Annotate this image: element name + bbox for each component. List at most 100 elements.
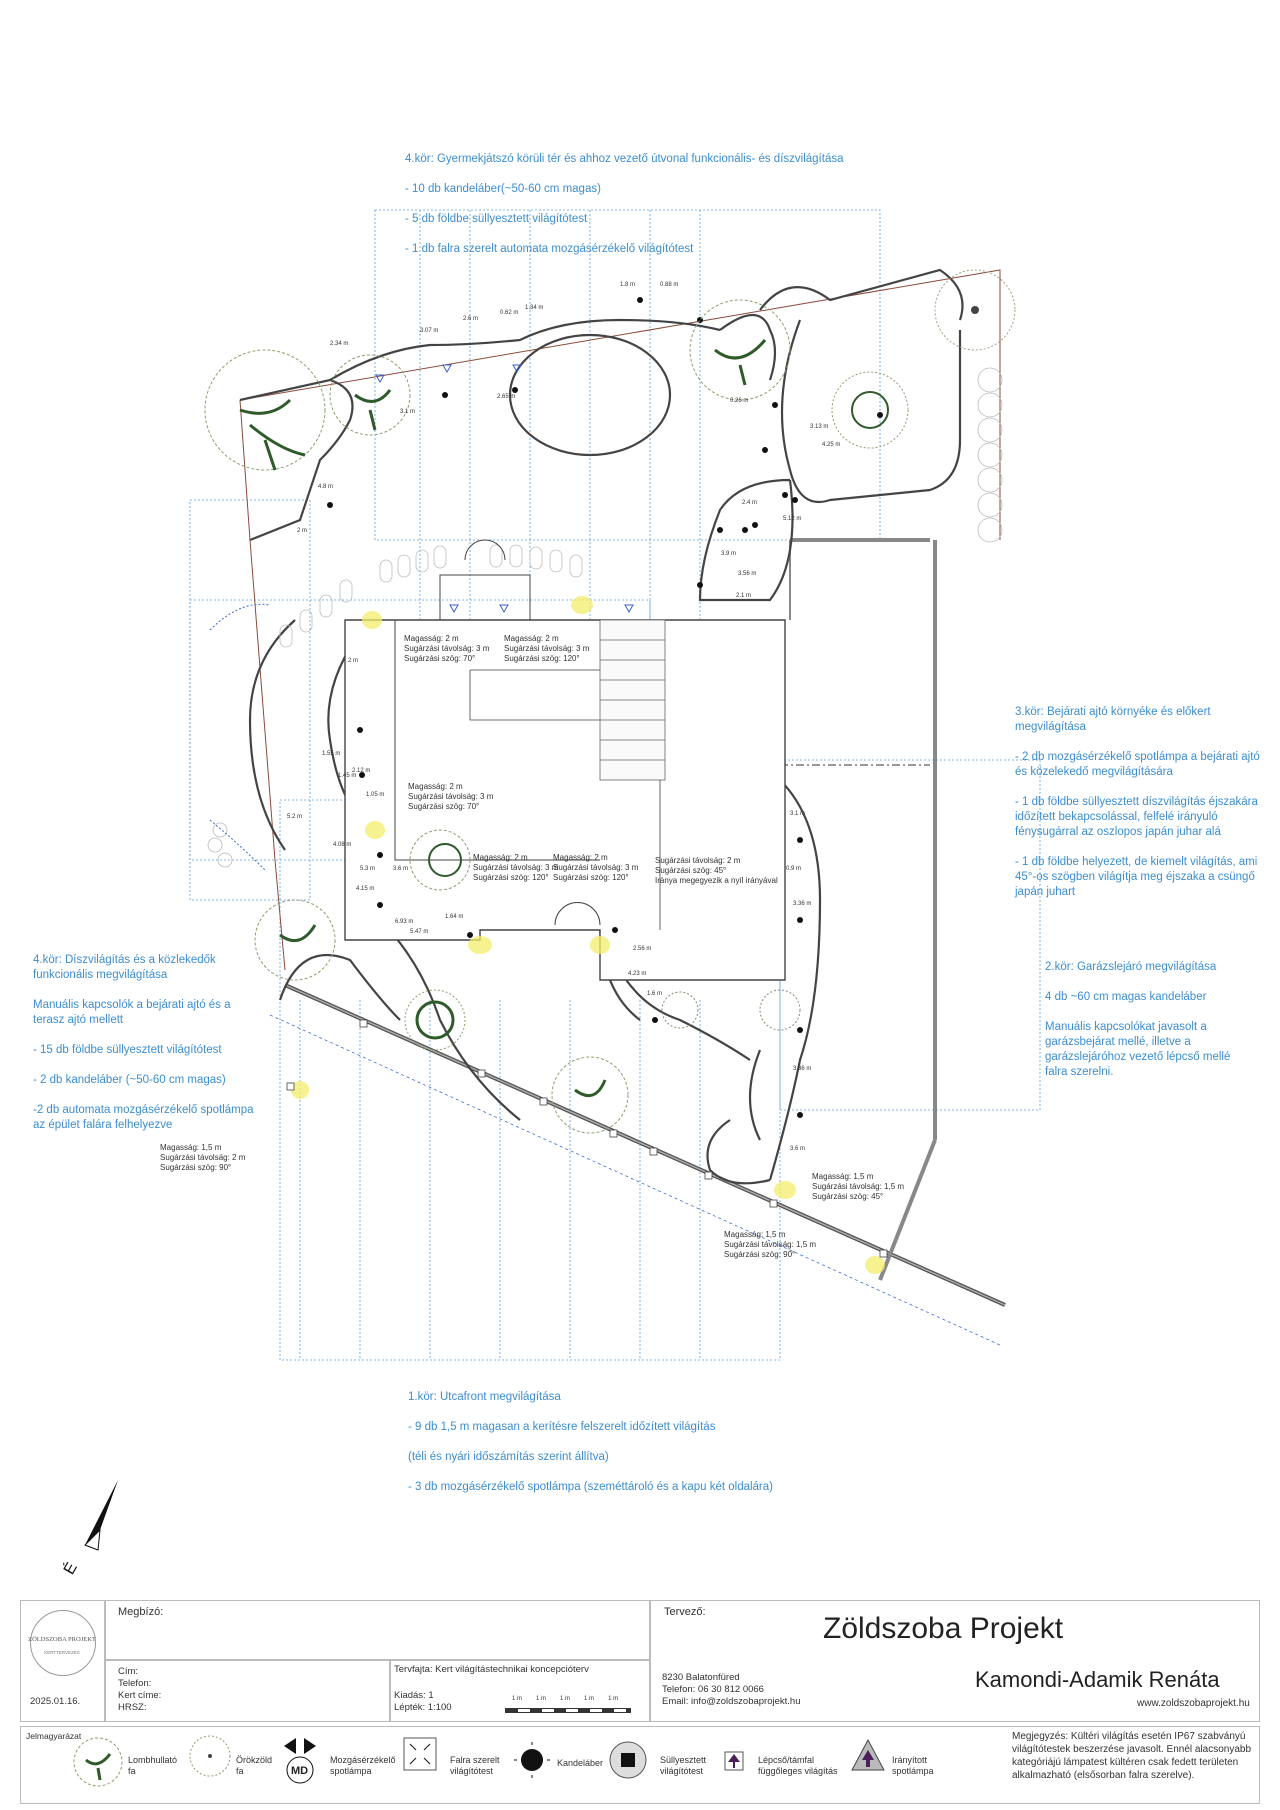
bollard-lights [327, 297, 883, 1118]
wall-light-icon [403, 1737, 437, 1771]
dimension-label: 2.12 m [352, 768, 370, 774]
north-label: É [60, 1559, 81, 1578]
scale-bar [505, 1708, 631, 1713]
wall-lights [375, 364, 634, 614]
dimension-label: 5.2 m [287, 814, 302, 820]
note-line: - 1 db földbe süllyesztett díszvilágítás… [1015, 796, 1258, 838]
dimension-label: 1.45 m [338, 773, 356, 779]
note-line: Manuális kapcsolókat javasolt a garázsbe… [1045, 1021, 1231, 1078]
dimension-label: 0.26 m [730, 398, 748, 404]
legend-note: Megjegyzés: Kültéri világítás esetén IP6… [1012, 1731, 1252, 1781]
dimension-label: 5.12 m [783, 516, 801, 522]
note-circuit2: 2.kör: Garázslejáró megvilágítása 4 db ~… [1045, 961, 1231, 1078]
dimension-label: 3.1 m [400, 409, 415, 415]
note-circuit1: 1.kör: Utcafront megvilágítása - 9 db 1,… [408, 1391, 773, 1493]
deciduous-tree-icon [73, 1737, 123, 1787]
legend-label-recessed: Süllyesztett világítótest [660, 1755, 707, 1776]
company-logo [30, 1610, 96, 1676]
website-link[interactable]: www.zoldszobaprojekt.hu [1137, 1698, 1250, 1709]
legend-icons [73, 1735, 885, 1787]
legend-title: Jelmagyarázat [26, 1731, 82, 1741]
dimension-label: 5.47 m [410, 929, 428, 935]
note-circuit4-left: 4.kör: Díszvilágítás és a közlekedők fun… [33, 954, 254, 1131]
note-line: - 10 db kandeláber(~50-60 cm magas) [405, 183, 601, 195]
legend-box [20, 1726, 1260, 1804]
note-line: - 9 db 1,5 m magasan a kerítésre felszer… [408, 1421, 716, 1433]
designer-label: Tervező: [664, 1606, 706, 1618]
client-label: Megbízó: [118, 1606, 164, 1618]
dimension-label: 1.34 m [525, 305, 543, 311]
dimension-label: 2.1 m [736, 593, 751, 599]
address-labels: Cím: Telefon: Kert címe: HRSZ: [118, 1666, 162, 1713]
dimension-label: 0.88 m [660, 282, 678, 288]
evergreen-tree-icon [189, 1735, 231, 1777]
dimension-label: 3.13 m [810, 424, 828, 430]
note-line: - 1 db falra szerelt automata mozgásérzé… [405, 243, 694, 255]
stepping-stones [207, 367, 1003, 868]
note-line: -2 db automata mozgásérzékelő spotlámpa … [33, 1104, 254, 1131]
deciduous-trees [204, 299, 791, 1134]
client-cell [105, 1600, 650, 1660]
note-line: Manuális kapcsolók a bejárati ajtó és a … [33, 999, 231, 1026]
evergreen-trees [404, 269, 1016, 1051]
dimension-label: 1.05 m [366, 792, 384, 798]
street-fence [269, 983, 1006, 1346]
dimension-label: 2.4 m [742, 500, 757, 506]
motion-spotlight-icon [284, 1738, 316, 1784]
plan-info-cell [390, 1660, 650, 1722]
note-line: - 2 db kandeláber (~50-60 cm magas) [33, 1074, 226, 1086]
motion-badge: MD [291, 1765, 309, 1777]
dimension-label: 2 m [297, 528, 307, 534]
dimension-label: 3.36 m [793, 1066, 811, 1072]
note-line: - 5 db földbe süllyesztett világítótest [405, 213, 588, 225]
legend-label-step: Lépcső/támfal függőleges világítás [758, 1755, 838, 1776]
dimension-label: 2.56 m [633, 946, 651, 952]
north-arrow [84, 1480, 118, 1551]
logo-cell [20, 1600, 105, 1722]
company-name: Zöldszoba Projekt [823, 1612, 1064, 1645]
designer-cell [650, 1600, 1260, 1722]
dimension-label: 3.6 m [393, 866, 408, 872]
legend-label-evergreen: Örökzöld fa [236, 1755, 273, 1776]
dimension-label: 3.9 m [721, 551, 736, 557]
plan-edition: Kiadás: 1 [394, 1690, 434, 1701]
dimension-label: 1.6 m [647, 991, 662, 997]
dimension-label: 2.6 m [463, 316, 478, 322]
recessed-light-icon [609, 1741, 647, 1779]
dimension-label: 5.3 m [360, 866, 375, 872]
dimension-label: 3.1 m [790, 811, 805, 817]
dimension-label: 2.34 m [330, 341, 348, 347]
legend-label-bollard: Kandeláber [557, 1758, 604, 1768]
dimension-label: 1.55 m [322, 751, 340, 757]
dimension-label: 4.8 m [318, 484, 333, 490]
legend-label-directed: Irányított spotlámpa [892, 1755, 934, 1776]
designer-name: Kamondi-Adamik Renáta [975, 1667, 1220, 1692]
dimension-label: 0.62 m [500, 310, 518, 316]
dimension-label: 4.15 m [356, 886, 374, 892]
dimension-label: 3.56 m [738, 571, 756, 577]
dimension-label: 3.36 m [793, 901, 811, 907]
dimension-label: 4.08 m [333, 842, 351, 848]
bollard-light-icon [514, 1742, 550, 1778]
house-footprint [344, 619, 786, 981]
dimension-label: 4.25 m [822, 442, 840, 448]
logo-text: ZÖLDSZOBA PROJEKT [28, 1636, 96, 1643]
plan-date: 2025.01.16. [30, 1696, 81, 1707]
logo-subtext: KERTTERVEZÉS [44, 1650, 80, 1655]
note-line: (téli és nyári időszámítás szerint állít… [408, 1451, 609, 1463]
directed-spotlight-icon [851, 1738, 885, 1771]
plan-scale: Lépték: 1:100 [394, 1702, 452, 1713]
step-light-icon [724, 1751, 744, 1771]
dimension-label: 1.8 m [620, 282, 635, 288]
note-circuit4-top: 4.kör: Gyermekjátszó körüli tér és ahhoz… [405, 153, 844, 255]
note-line: - 2 db mozgásérzékelő spotlámpa a bejára… [1015, 751, 1260, 778]
